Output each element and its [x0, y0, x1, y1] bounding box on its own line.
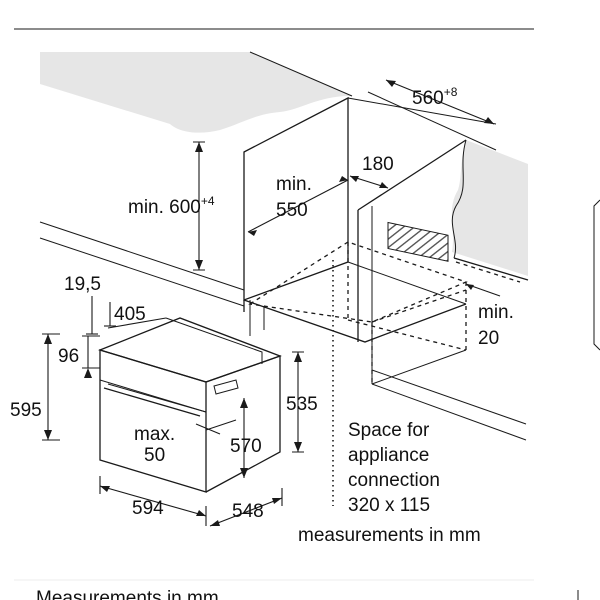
handle-max-label-line2: 50	[144, 445, 165, 466]
total-height-label: 595	[10, 400, 42, 421]
side-fragment	[593, 199, 600, 351]
connection-label-line2: appliance	[348, 445, 429, 466]
units-note: measurements in mm	[298, 525, 481, 546]
top-gap-label: 19,5	[64, 274, 101, 295]
cabinet-width-label: 560+8	[412, 85, 458, 109]
right-countertop	[451, 140, 528, 276]
floor-lines	[39, 221, 527, 441]
body-height-label: 570	[230, 436, 262, 457]
countertop	[40, 52, 352, 133]
niche-hidden-edges	[248, 241, 521, 384]
oven-dimensions	[42, 296, 304, 527]
countertop-back-edge	[249, 51, 353, 97]
handle-max-label-line1: max.	[134, 424, 175, 445]
connection-label-line4: 320 x 115	[348, 495, 430, 516]
total-depth-label: 548	[232, 501, 264, 522]
min-depth-label-line2: 550	[276, 200, 308, 221]
control-height-label: 96	[58, 346, 79, 367]
cabinet-dimensions	[193, 79, 501, 297]
footer-caption: Measurements in mm	[36, 588, 219, 600]
min-depth-label-line1: min.	[276, 174, 312, 195]
min-height-label: min. 600+4	[128, 194, 215, 218]
vent-min-label-line1: min.	[478, 302, 514, 323]
fascia-width-label: 405	[114, 304, 146, 325]
connection-label-line1: Space for	[348, 420, 430, 441]
rear-gap-label: 180	[362, 154, 394, 175]
vent-min-label-line2: 20	[478, 328, 499, 349]
connection-label-line3: connection	[348, 470, 440, 491]
total-width-label: 594	[132, 498, 164, 519]
connection-area-hatch	[387, 221, 449, 262]
inner-height-label: 535	[286, 394, 318, 415]
oven	[98, 317, 282, 493]
